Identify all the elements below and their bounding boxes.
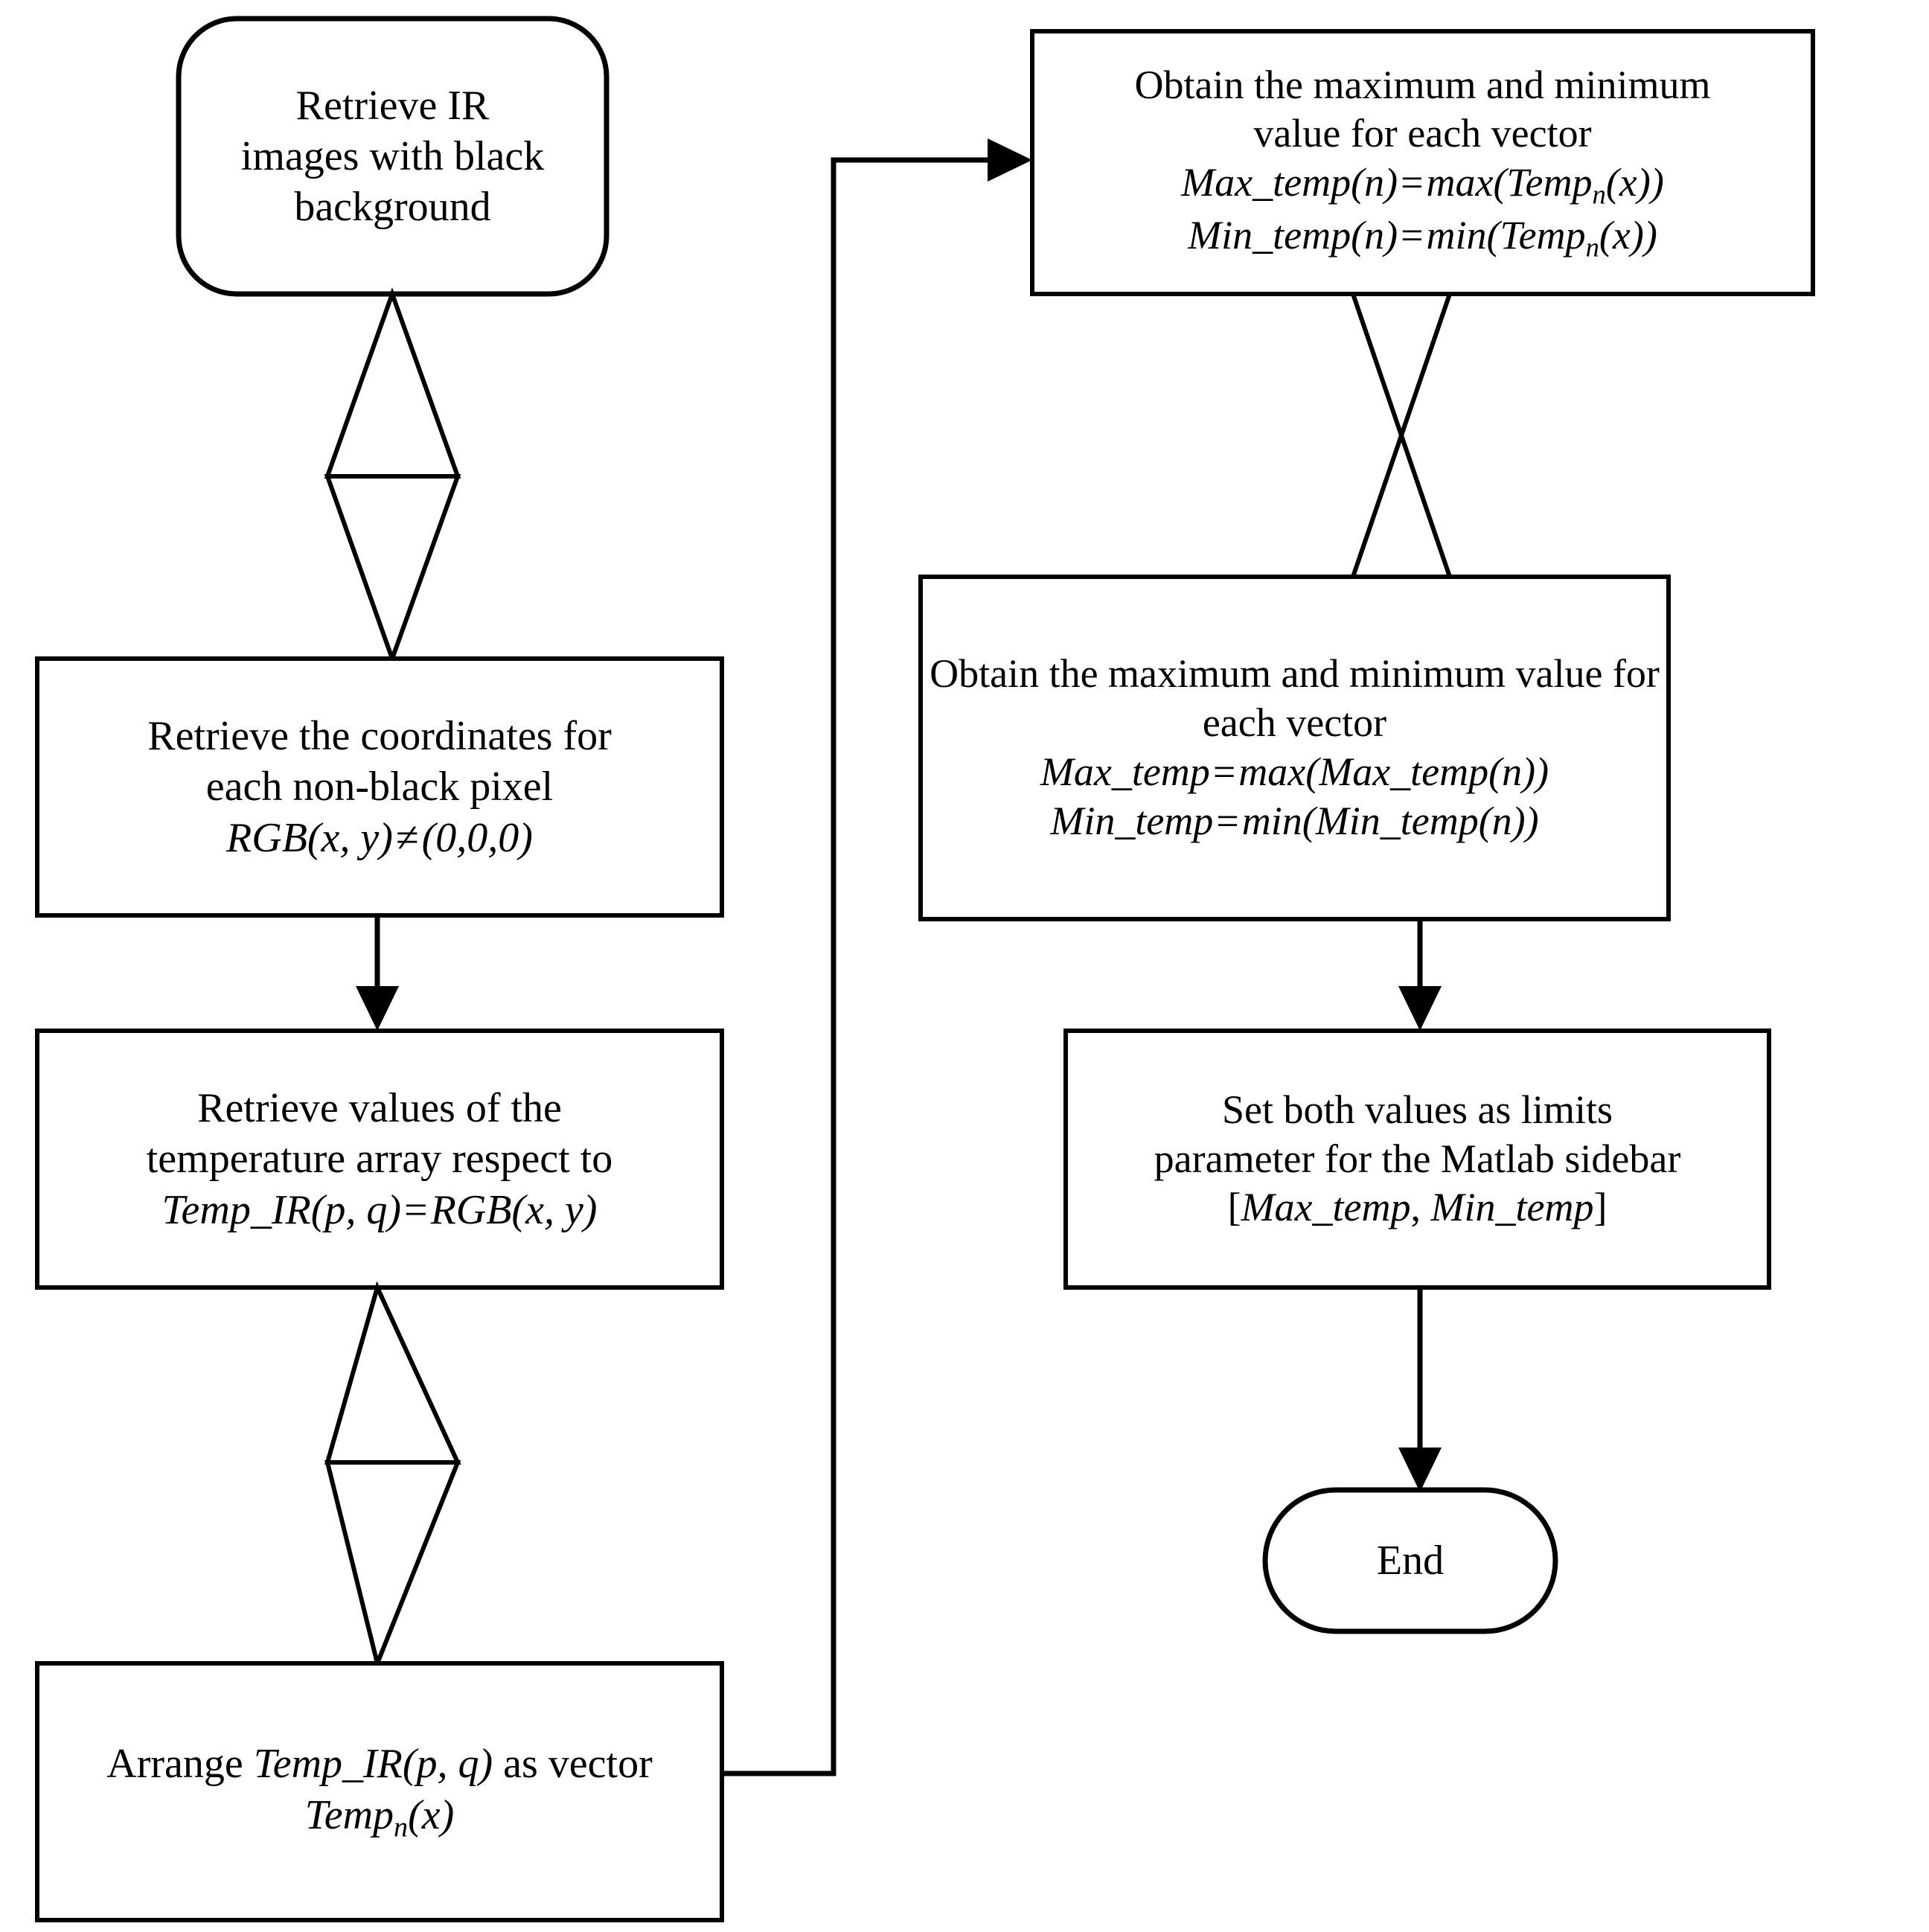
connector-coords-to-values <box>356 915 399 1031</box>
node-maxmin-each-shape[interactable] <box>1030 29 1815 296</box>
node-set-limits-shape[interactable] <box>1063 1029 1771 1290</box>
node-values-shape[interactable] <box>35 1029 724 1290</box>
connector-set-limits-to-end <box>1398 1288 1442 1492</box>
node-start-shape[interactable] <box>176 16 610 297</box>
node-coords-shape[interactable] <box>35 656 724 918</box>
connector-values-to-arrange <box>324 1281 461 1671</box>
connector-maxmin-all-to-set-limits <box>1398 919 1442 1031</box>
connector-arrange-to-maxmin-each <box>722 138 1032 1776</box>
node-maxmin-all-shape[interactable] <box>918 575 1671 921</box>
connector-maxmin-each-to-maxmin-all <box>1351 293 1452 578</box>
node-arrange-shape[interactable] <box>35 1661 724 1922</box>
node-end-shape[interactable] <box>1262 1487 1558 1634</box>
connector-start-to-coords <box>324 287 461 665</box>
